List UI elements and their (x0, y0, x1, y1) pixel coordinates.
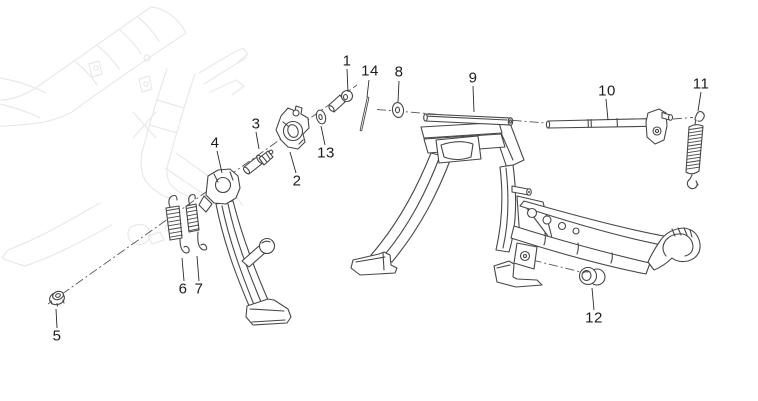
washer-part-8 (391, 101, 405, 119)
part-label-8: 8 (394, 63, 404, 81)
bolt-part-1 (328, 89, 354, 113)
side-stand-part-4 (198, 168, 292, 326)
part-label-10: 10 (598, 82, 616, 100)
part-label-7: 7 (194, 280, 204, 298)
spring-part-11 (685, 110, 705, 190)
part-label-12: 12 (585, 309, 603, 327)
part-label-1: 1 (342, 52, 352, 70)
center-stand-crossbar (423, 113, 514, 126)
part-label-9: 9 (468, 69, 478, 87)
part-label-2: 2 (292, 172, 302, 190)
spring-part-6 (165, 194, 190, 254)
part-label-11: 11 (692, 75, 710, 93)
axis-roller (515, 255, 582, 273)
bolt-part-3 (242, 149, 274, 175)
pin-part-14 (359, 96, 370, 132)
washer-part-13 (315, 109, 327, 125)
axis-center-stand-pivot (376, 109, 547, 124)
rod-part-10 (545, 108, 674, 145)
center-stand-part-9 (350, 117, 701, 288)
part-label-6: 6 (178, 280, 188, 298)
roller-part-12 (578, 266, 606, 286)
spring-part-7 (185, 193, 208, 251)
part-label-3: 3 (251, 115, 261, 133)
part-label-13: 13 (317, 144, 335, 162)
part-label-5: 5 (52, 327, 62, 345)
part-label-14: 14 (361, 62, 379, 80)
part-label-4: 4 (210, 134, 220, 152)
bracket-part-2 (275, 105, 310, 150)
axis-spring-link (672, 117, 694, 120)
nut-part-5 (49, 290, 65, 307)
axis-lines (47, 84, 694, 305)
leader-lines (55, 68, 702, 329)
axis-side-stand (47, 84, 358, 305)
